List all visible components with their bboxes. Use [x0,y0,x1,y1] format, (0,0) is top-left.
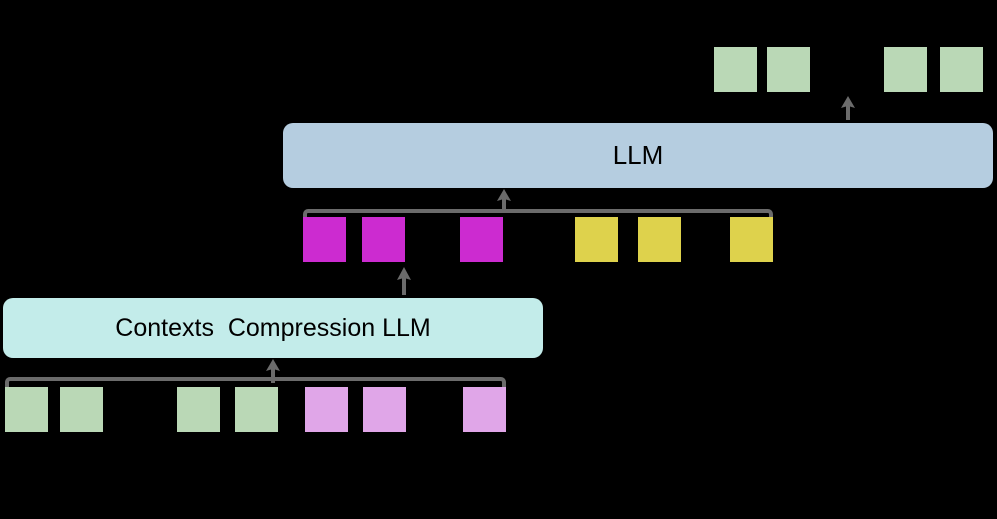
llm-output-token [767,47,810,92]
source-token-green [177,387,220,432]
source-token-green [5,387,48,432]
llm-output-token [714,47,757,92]
compressed-token-yellow [730,217,773,262]
llm-module[interactable]: LLM [283,123,993,188]
compressed-token-magenta [460,217,503,262]
source-tokens-bracket [5,377,506,389]
compressed-tokens-bracket [303,209,773,221]
compressed-to-llm-arrow-icon [496,189,512,213]
llm-output-token [940,47,983,92]
llm-output-token [884,47,927,92]
source-token-violet [463,387,506,432]
llm-to-output-arrow-icon [840,96,856,120]
compressed-token-yellow [575,217,618,262]
source-token-green [60,387,103,432]
compression-llm-module-label: Contexts Compression LLM [115,313,431,342]
compressed-token-yellow [638,217,681,262]
compression-llm-module[interactable]: Contexts Compression LLM [3,298,543,358]
source-token-green [235,387,278,432]
compression-llm-to-compressed-arrow-icon [396,267,412,295]
source-token-violet [363,387,406,432]
source-token-violet [305,387,348,432]
source-to-compression-llm-arrow-icon [265,359,281,383]
llm-module-label: LLM [612,140,664,170]
compressed-token-magenta [362,217,405,262]
compressed-token-magenta [303,217,346,262]
